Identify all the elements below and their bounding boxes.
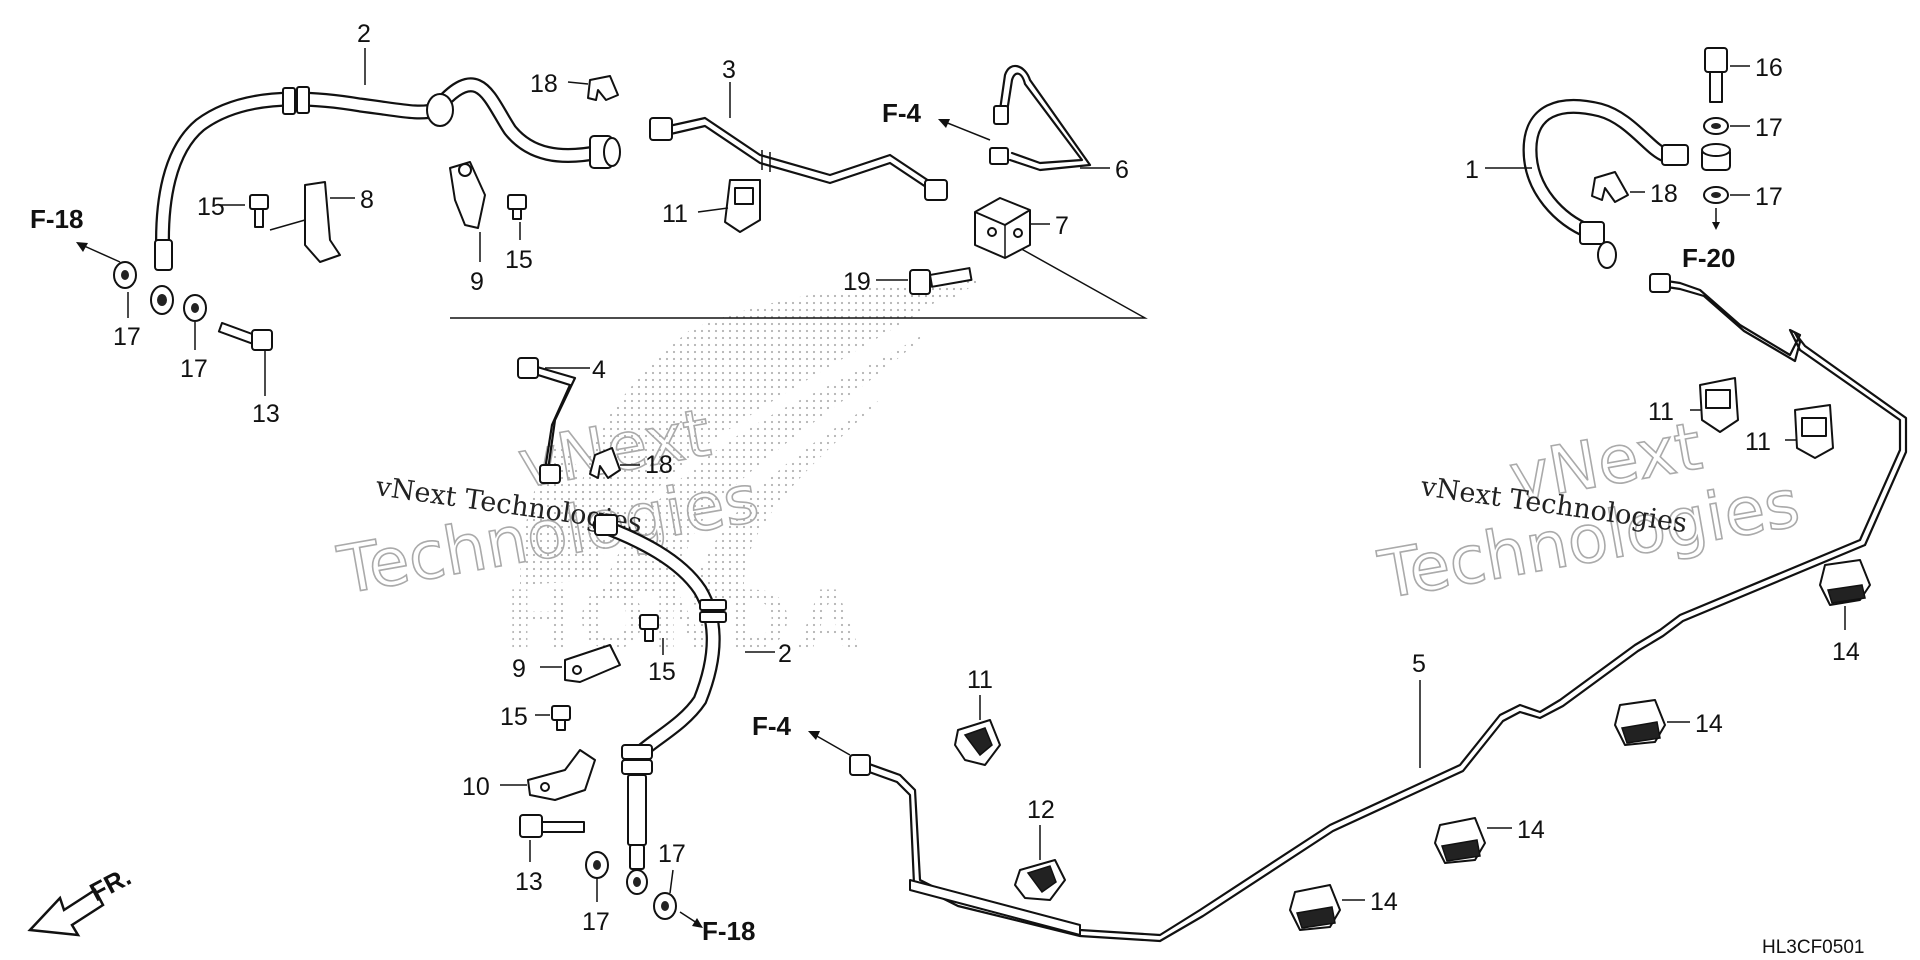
callout-18-top: 18 (530, 70, 558, 98)
ref-f20: F-20 (1682, 243, 1735, 273)
bracket-8 (269, 181, 341, 263)
callout-5: 5 (1412, 650, 1426, 678)
arrow-f20 (1712, 208, 1720, 230)
honda-brand-watermark: HONDA (505, 574, 865, 667)
brake-pipe-4 (517, 357, 577, 484)
callout-14-b: 14 (1695, 710, 1723, 738)
clip-12 (1014, 859, 1066, 901)
clip-11-d (1794, 404, 1834, 459)
washer-17-f (1703, 186, 1729, 204)
callout-11-right-a: 11 (1648, 398, 1674, 426)
clip-11-b (954, 719, 1001, 766)
leader-lines (127, 48, 1846, 902)
callout-1: 1 (1465, 156, 1479, 184)
brake-pipe-6 (989, 64, 1092, 172)
callout-14-c: 14 (1517, 816, 1545, 844)
spacer-17 (1701, 143, 1731, 171)
assembly-bracket-line (450, 236, 1148, 319)
callout-17-c: 17 (582, 908, 610, 936)
brake-hose-2-upper (150, 77, 621, 315)
clip-11-a (724, 179, 761, 233)
washer-17-b (183, 294, 207, 322)
callout-17-e: 17 (1755, 114, 1783, 142)
callout-2-upper: 2 (357, 20, 371, 48)
arrow-f4-top (938, 119, 991, 141)
callout-8: 8 (360, 186, 374, 214)
callout-9-upper: 9 (470, 268, 484, 296)
bolt-15-d (551, 705, 571, 731)
callout-14-d: 14 (1370, 888, 1398, 916)
callout-12: 12 (1027, 796, 1055, 824)
ref-f18-left: F-18 (30, 204, 83, 234)
callout-2-lower: 2 (778, 640, 792, 668)
callout-15-d: 15 (500, 703, 528, 731)
callout-17-f: 17 (1755, 183, 1783, 211)
callout-7: 7 (1055, 212, 1069, 240)
washer-17-e (1703, 117, 1729, 135)
clip-14-a (1819, 559, 1871, 606)
arrow-f4-bottom (808, 731, 851, 756)
bolt-15-c (639, 614, 659, 642)
callout-13-b: 13 (515, 868, 543, 896)
clip-14-b (1614, 699, 1666, 746)
clamp-9-a (449, 161, 486, 229)
callout-3: 3 (722, 56, 736, 84)
callout-16: 16 (1755, 54, 1783, 82)
bolt-16 (1704, 47, 1728, 103)
callout-17-b: 17 (180, 355, 208, 383)
clip-18-c (1591, 171, 1629, 203)
washer-17-d (653, 892, 677, 920)
bolt-19 (909, 267, 973, 295)
clamp-9-b (564, 644, 621, 683)
arrow-f18-bottom (679, 911, 703, 928)
front-direction-arrow: FR. (27, 861, 136, 937)
washer-17-a (113, 261, 137, 289)
diagram-code: HL3CF0501 (1762, 937, 1864, 958)
callout-13-a: 13 (252, 400, 280, 428)
ref-f18-bottom: F-18 (702, 916, 755, 946)
ref-f4-top: F-4 (882, 98, 922, 128)
callout-9-lower: 9 (512, 655, 526, 683)
callout-15-b: 15 (505, 246, 533, 274)
callout-14-a: 14 (1832, 638, 1860, 666)
callout-17-d: 17 (658, 840, 686, 868)
callout-18-mid: 18 (645, 451, 673, 479)
arrow-f18-left (76, 242, 121, 263)
callout-17-a: 17 (113, 323, 141, 351)
clip-18-b (589, 447, 621, 479)
honda-wing-watermark: HONDA (505, 277, 985, 667)
clip-18-a (587, 75, 619, 101)
clip-14-d (1289, 884, 1341, 931)
callout-10: 10 (462, 773, 490, 801)
callout-15-c: 15 (648, 658, 676, 686)
callout-18-right: 18 (1650, 180, 1678, 208)
bolt-13-a (217, 322, 273, 351)
callout-6: 6 (1115, 156, 1129, 184)
joint-block-7 (974, 197, 1031, 259)
brake-pipe-5 (849, 273, 1908, 943)
brake-hose-1 (1522, 98, 1689, 269)
bracket-10 (527, 749, 596, 801)
bolt-13-b (519, 814, 585, 838)
clip-14-c (1434, 817, 1486, 864)
bolt-15-a (249, 194, 269, 228)
callout-15-a: 15 (197, 193, 225, 221)
brake-hose-2-lower (592, 514, 727, 895)
ref-f4-bottom: F-4 (752, 711, 792, 741)
washer-17-c (585, 851, 609, 879)
callout-4: 4 (592, 356, 606, 384)
callout-19: 19 (843, 268, 871, 296)
clip-11-c (1699, 377, 1739, 433)
bolt-15-b (507, 194, 527, 220)
callout-11-mid: 11 (967, 666, 993, 694)
callout-11-top: 11 (662, 200, 688, 228)
callout-11-right-b: 11 (1745, 428, 1771, 456)
brake-pipe-3 (649, 116, 948, 201)
